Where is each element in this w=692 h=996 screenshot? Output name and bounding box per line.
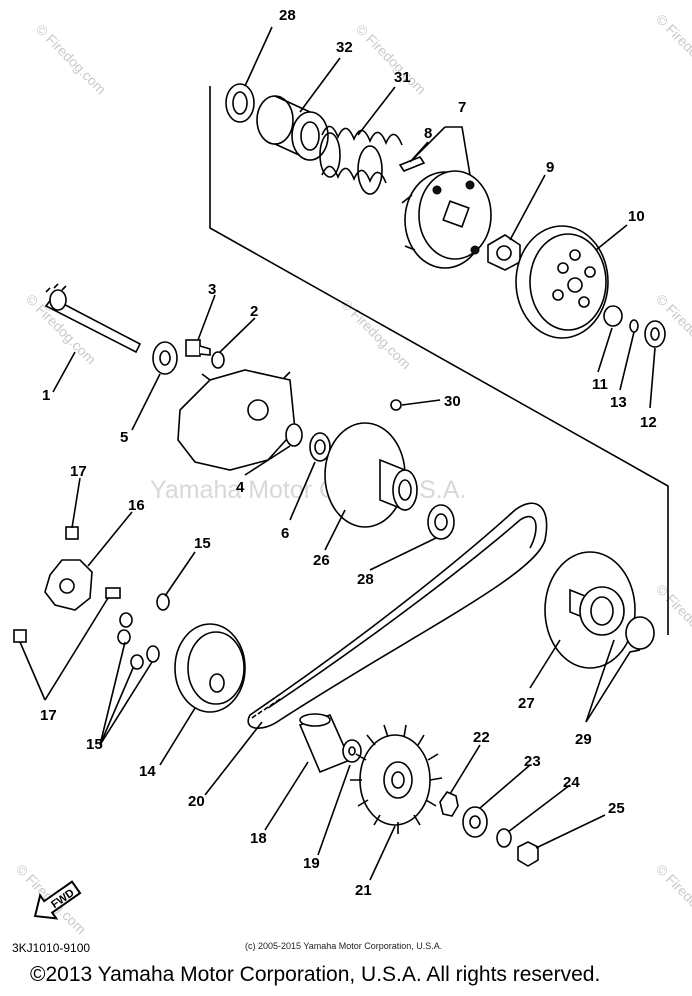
oil-seal-28-mid [427, 504, 455, 540]
watermark-center: Yamaha Motor Corp., U.S.A. [150, 476, 466, 504]
bearing-5 [152, 341, 178, 375]
callout-28-mid: 28 [357, 571, 374, 588]
spacer-22 [439, 791, 459, 817]
callout-18: 18 [250, 830, 267, 847]
watermark-brand-2: © Firedog.com [353, 21, 429, 97]
watermark-brand-7: © Firedog.com [653, 581, 692, 657]
slider-17 [13, 526, 121, 643]
callout-1: 1 [42, 387, 50, 404]
callout-6: 6 [281, 525, 289, 542]
callout-10: 10 [628, 208, 645, 225]
v-belt-20 [247, 502, 548, 729]
callout-23: 23 [524, 753, 541, 770]
callout-7: 7 [458, 99, 466, 116]
callout-28-top: 28 [279, 7, 296, 24]
washer-19 [342, 739, 362, 763]
washer-4 [285, 423, 303, 447]
callout-17-top: 17 [70, 463, 87, 480]
transmission-case [177, 369, 296, 471]
part-code: 3KJ1010-9100 [12, 941, 90, 955]
callout-9: 9 [546, 159, 554, 176]
assembly-outline [209, 86, 669, 635]
watermark-brand-3: © Firedog.com [653, 11, 692, 87]
rollers-15 [117, 593, 170, 670]
callout-13: 13 [610, 394, 627, 411]
callout-26: 26 [313, 552, 330, 569]
watermark-brand-9: © Firedog.com [653, 861, 692, 937]
washer-24 [496, 828, 512, 848]
callout-8: 8 [424, 125, 432, 142]
fixed-sheave-27 [544, 551, 636, 669]
secondary-shaft-1 [44, 283, 142, 354]
watermark-brand-1: © Firedog.com [33, 21, 109, 97]
callout-25: 25 [608, 800, 625, 817]
circlip-13 [629, 319, 639, 333]
callout-11: 11 [592, 376, 608, 393]
callout-15-top: 15 [194, 535, 211, 552]
collar-18 [298, 713, 352, 774]
cover-23 [462, 806, 488, 838]
callout-27: 27 [518, 695, 535, 712]
bearing-12 [644, 320, 666, 348]
callout-2: 2 [250, 303, 258, 320]
washer-2 [211, 351, 225, 369]
o-ring-29 [625, 616, 655, 650]
callout-5: 5 [120, 429, 128, 446]
nut-25 [517, 841, 539, 867]
callouts: 28 32 31 7 8 9 10 3 2 1 5 11 13 12 30 4 … [40, 7, 657, 899]
nut-9 [487, 234, 521, 271]
oil-seal-6 [309, 432, 331, 462]
spring-31 [319, 125, 403, 195]
callout-17-bottom: 17 [40, 707, 57, 724]
callout-12: 12 [640, 414, 657, 431]
callout-31: 31 [394, 69, 411, 86]
clutch-housing-10 [515, 225, 609, 339]
primary-sheave-14 [174, 623, 246, 713]
callout-32: 32 [336, 39, 353, 56]
callout-29: 29 [575, 731, 592, 748]
collar-32 [256, 95, 329, 161]
bearing-11 [603, 305, 623, 327]
callout-3: 3 [208, 281, 216, 298]
clutch-carrier-7 [401, 170, 492, 269]
callout-4: 4 [236, 479, 245, 496]
callout-22: 22 [473, 729, 490, 746]
callout-24: 24 [563, 774, 580, 791]
leader-lines [19, 26, 656, 881]
callout-14: 14 [139, 763, 156, 780]
callout-21: 21 [355, 882, 372, 899]
oil-seal-28-top [225, 83, 255, 123]
primary-fan-21 [350, 724, 443, 834]
callout-20: 20 [188, 793, 205, 810]
footer-copyright: ©2013 Yamaha Motor Corporation, U.S.A. A… [30, 963, 600, 986]
callout-30: 30 [444, 393, 461, 410]
guide-pin-30 [390, 399, 402, 411]
small-copyright: (c) 2005-2015 Yamaha Motor Corporation, … [245, 941, 442, 951]
callout-19: 19 [303, 855, 320, 872]
sliding-sheave-26 [324, 422, 418, 528]
cam-16 [44, 559, 93, 611]
bolt-3 [185, 339, 211, 357]
callout-16: 16 [128, 497, 145, 514]
callout-15-bottom: 15 [86, 736, 103, 753]
